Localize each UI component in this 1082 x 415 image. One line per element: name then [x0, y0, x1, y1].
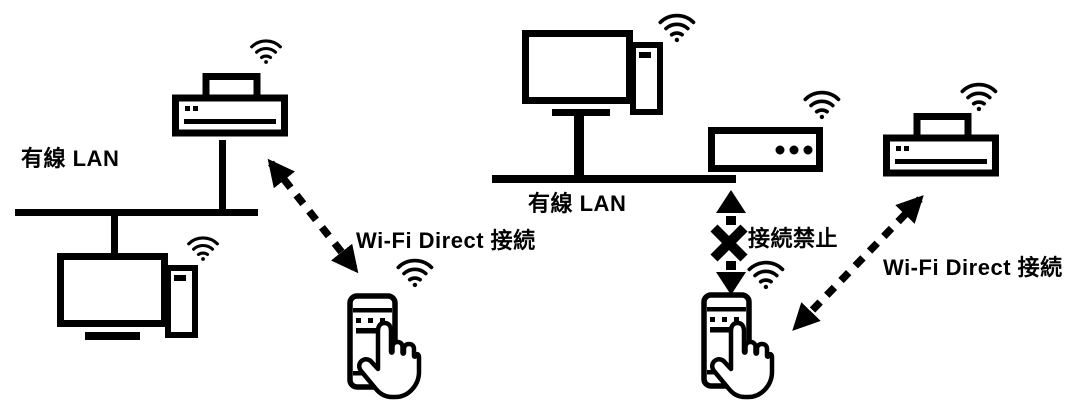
blocked-connection-arrow [710, 190, 748, 295]
wifi-icon [803, 90, 841, 121]
wifi-icon [658, 13, 696, 44]
computer-lan-cable [111, 213, 118, 253]
arrow-up-head [716, 190, 746, 213]
wifi-direct-arrow [792, 195, 924, 331]
connection-forbidden-label: 接続禁止 [748, 226, 839, 251]
wifi-icon [747, 260, 785, 291]
wifi-icon [396, 258, 434, 289]
wifi-icon [250, 39, 282, 66]
wifi-direct-arrow [267, 158, 359, 274]
wifi-icon [960, 82, 998, 113]
wired-lan-label: 有線 LAN [528, 191, 627, 216]
monitor-base [85, 332, 140, 340]
right-scenario [492, 13, 998, 397]
wireless-router-icon [712, 131, 820, 169]
wired-lan-label: 有線 LAN [21, 146, 120, 171]
wired-lan-line [492, 175, 736, 183]
arrow-down-head [716, 272, 746, 295]
wifi-icon [187, 236, 219, 263]
wifi-direct-label: Wi-Fi Direct 接続 [883, 255, 1063, 280]
computer-icon [61, 257, 196, 336]
computer-icon [526, 34, 661, 113]
left-scenario [15, 39, 434, 397]
wired-lan-line [15, 209, 258, 216]
arrow-shaft-segment [726, 216, 736, 225]
wifi-direct-label: Wi-Fi Direct 接続 [356, 228, 536, 253]
monitor-stand-pole [574, 112, 584, 178]
printer-lan-cable [219, 140, 226, 209]
printer-icon [176, 77, 285, 134]
x-mark-icon [710, 224, 748, 262]
arrow-shaft-segment [726, 261, 736, 270]
printer-icon [887, 117, 996, 174]
